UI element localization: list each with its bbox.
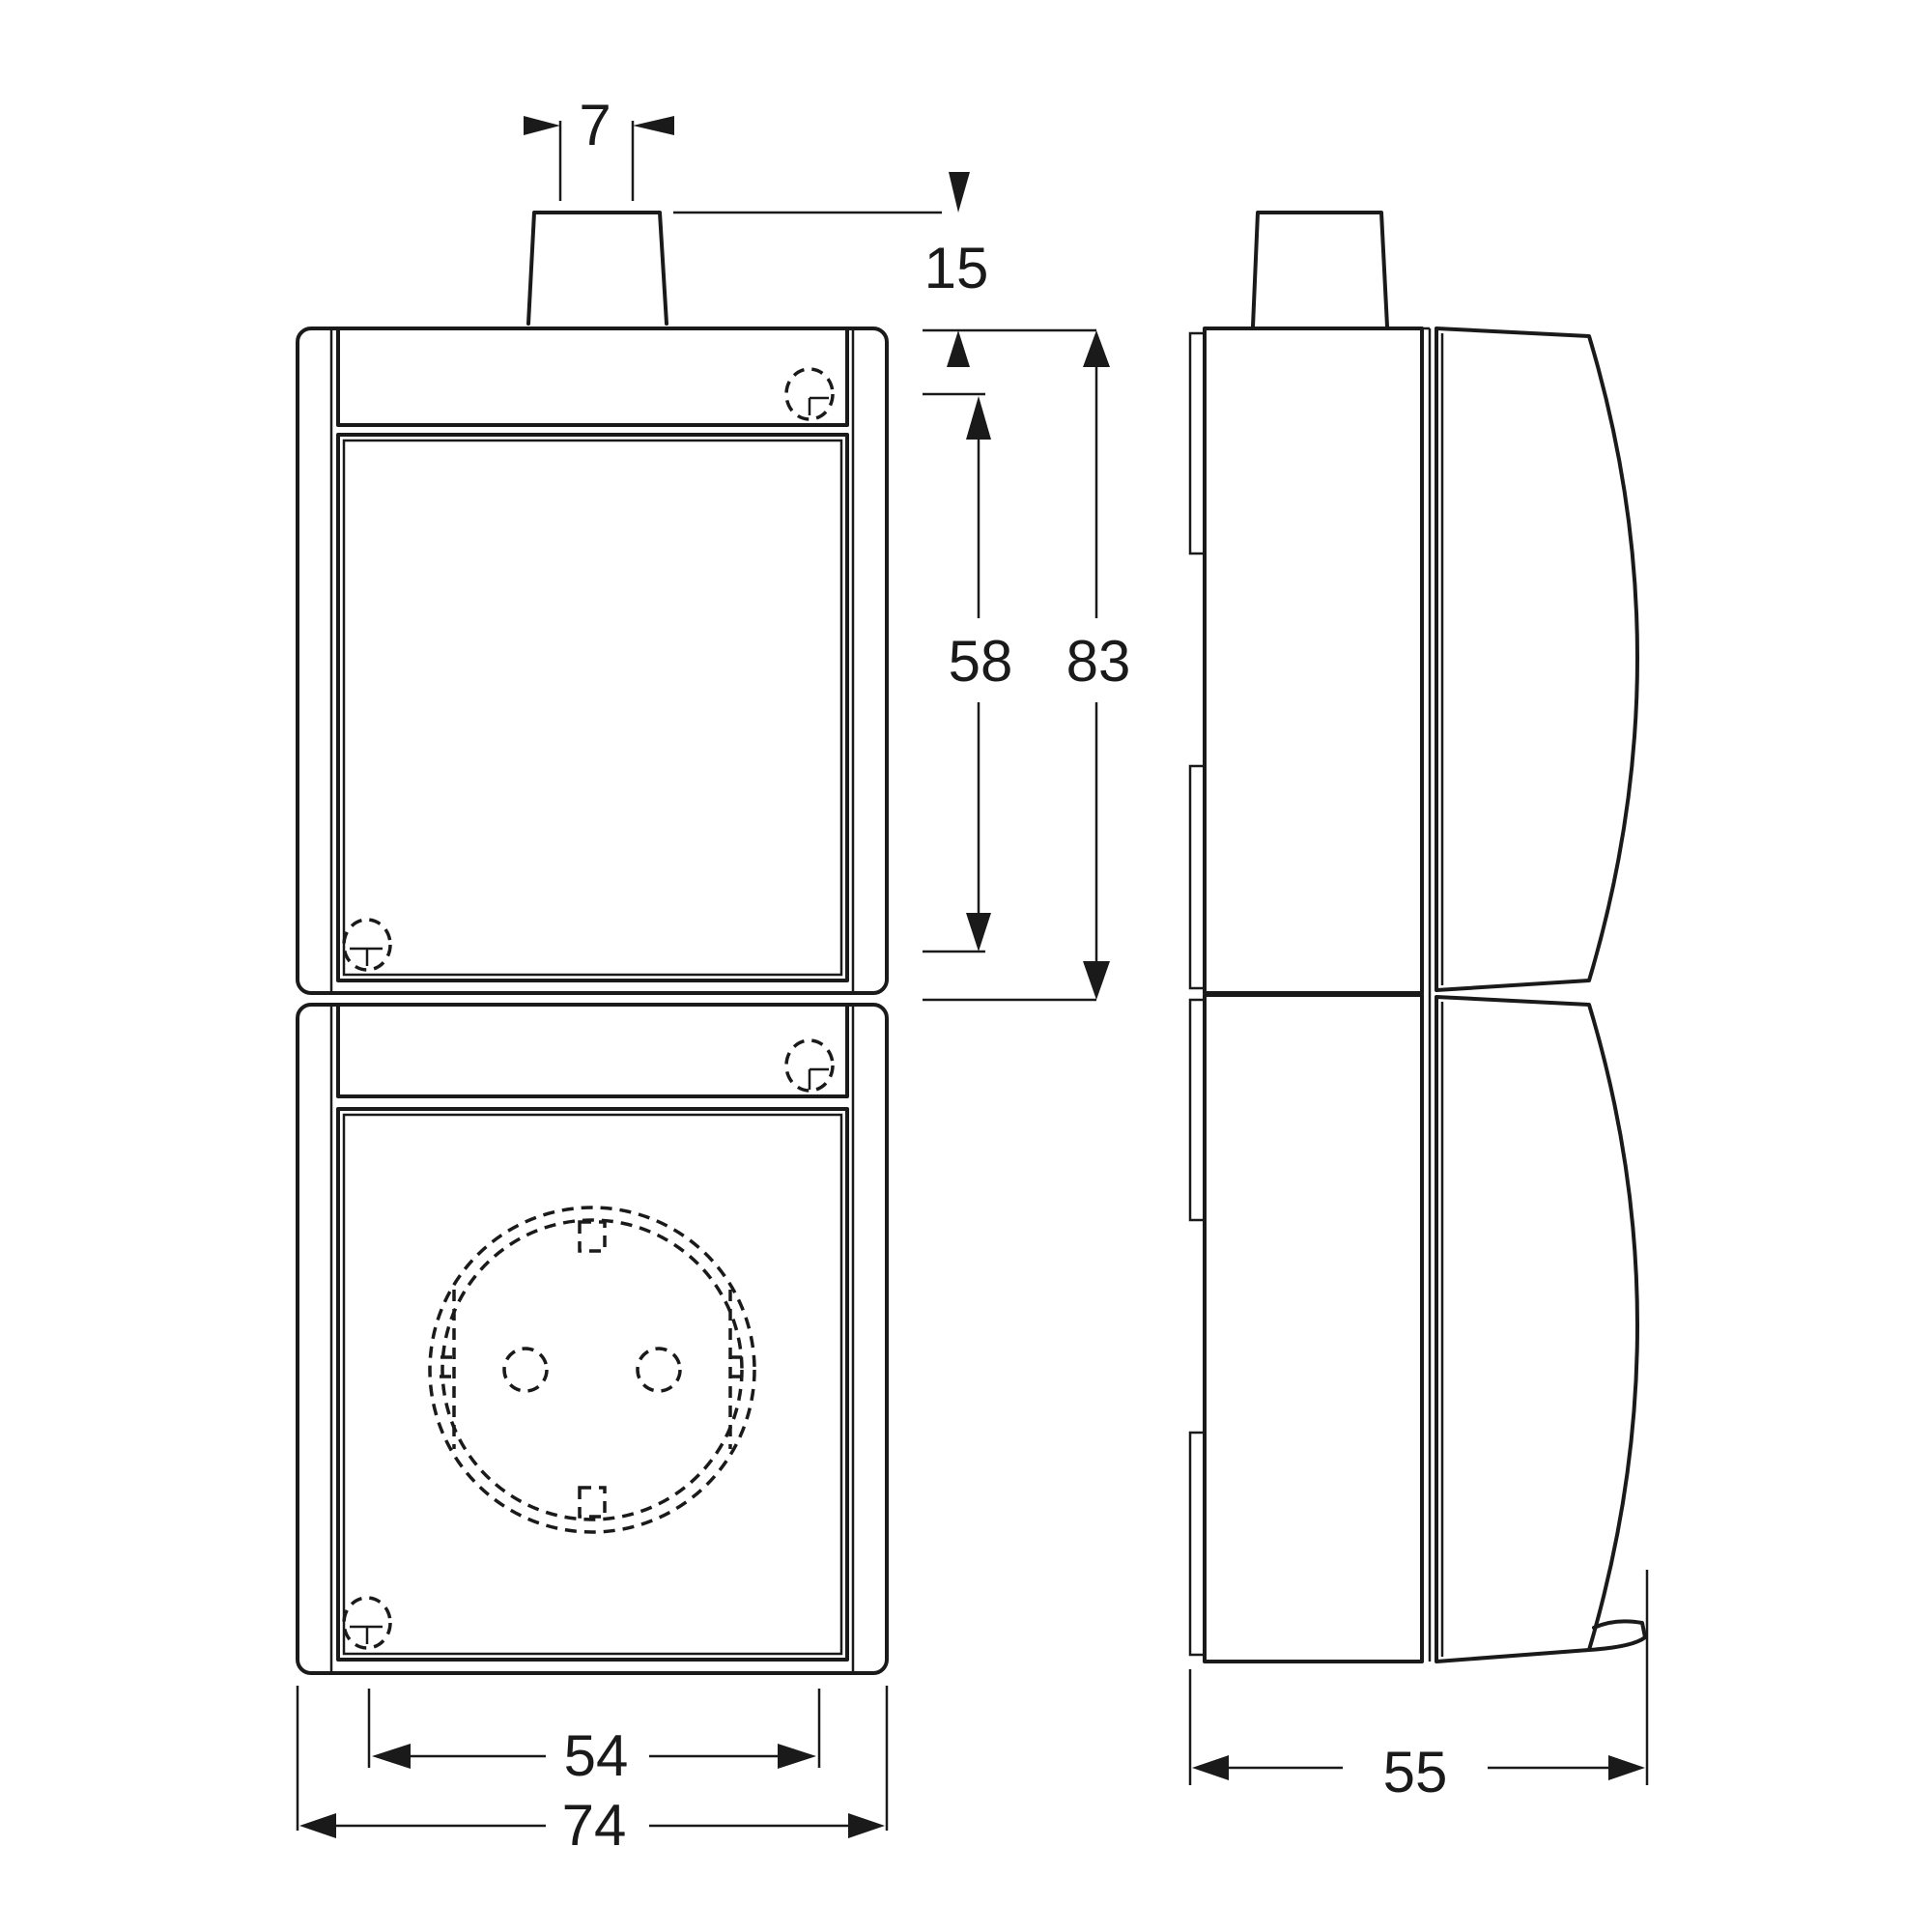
switch-rocker bbox=[336, 433, 849, 982]
side-upper-body bbox=[1203, 327, 1424, 995]
dimension-lines: 7 15 58 83 54 bbox=[296, 93, 1649, 1858]
upper-frame bbox=[296, 327, 889, 995]
front-upper-module-switch bbox=[296, 327, 889, 995]
dimension-label-outer-height: 83 bbox=[1066, 629, 1131, 694]
screw-icon bbox=[784, 1038, 835, 1093]
screw-icon bbox=[784, 367, 835, 421]
dimension-label-plug-width: 7 bbox=[579, 93, 611, 157]
lower-frame bbox=[296, 1003, 889, 1675]
side-view bbox=[1188, 211, 1647, 1663]
socket-outlet-icon bbox=[428, 1206, 756, 1534]
dimension-label-inner-width: 54 bbox=[564, 1723, 629, 1788]
front-view bbox=[296, 211, 889, 1675]
dimension-label-depth: 55 bbox=[1383, 1740, 1448, 1804]
side-cable-gland bbox=[1251, 211, 1389, 328]
socket-face bbox=[336, 1107, 849, 1662]
screw-icon bbox=[342, 1596, 392, 1650]
dimension-label-outer-width: 74 bbox=[562, 1793, 627, 1858]
side-lower-lid bbox=[1435, 995, 1639, 1663]
side-lid-latch bbox=[1587, 1619, 1647, 1652]
screw-icon bbox=[342, 918, 392, 972]
front-cable-gland bbox=[526, 211, 668, 326]
side-lower-body bbox=[1203, 993, 1424, 1663]
dimension-label-plug-height: 15 bbox=[924, 236, 989, 300]
dimension-label-inner-height: 58 bbox=[949, 629, 1013, 694]
front-lower-module-socket bbox=[296, 1003, 889, 1675]
upper-cover-strip bbox=[336, 327, 849, 427]
lower-cover-strip bbox=[336, 1003, 849, 1098]
side-upper-lid bbox=[1435, 327, 1639, 992]
